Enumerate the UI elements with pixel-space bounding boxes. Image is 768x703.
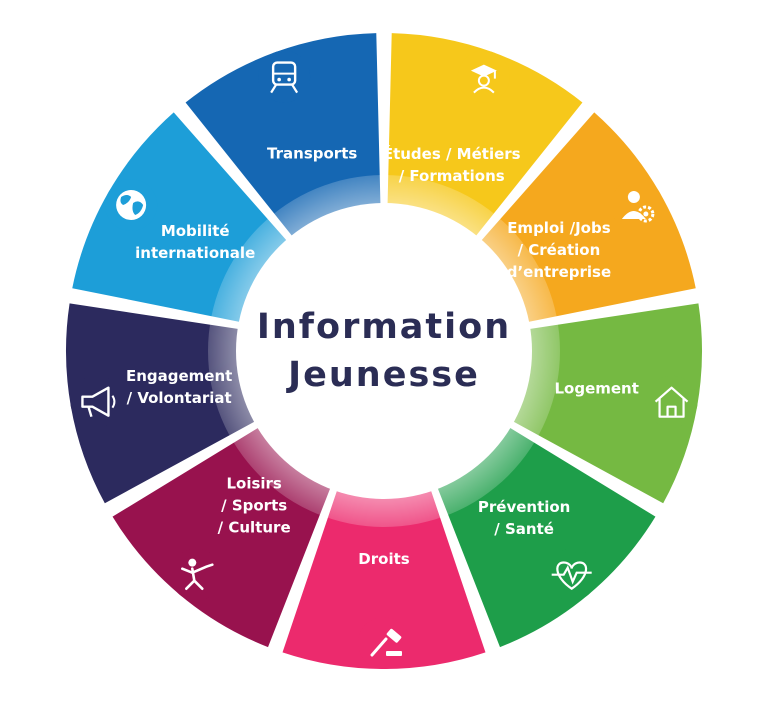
segment-emploi-label-line: Emploi /Jobs [507,219,611,237]
train-icon [270,61,299,94]
segment-logement-label-line: Logement [554,380,638,398]
segment-emploi-icon-badge [610,179,663,231]
segment-logement-icon-badge [645,375,698,428]
segment-engagement-label-line: / Volontariat [127,389,232,407]
house-icon [654,386,689,418]
sport-player-icon [181,558,214,590]
worker-gear-icon [621,191,655,223]
segment-emploi-label-line: / Création [518,241,601,259]
center-circle [236,203,532,499]
segment-transports-label-line: Transports [267,145,357,163]
center-title-line1: Information [257,307,511,347]
segment-loisirs-icon-badge [170,548,223,601]
center-title-line2: Jeunesse [286,355,480,395]
megaphone-icon [81,386,116,418]
segment-transports-icon-badge [258,50,311,103]
segment-prevention-label-line: Prévention [478,498,571,516]
segment-mobilite-label-line: internationale [135,244,255,262]
gavel-icon [370,628,402,657]
segment-mobilite-label-line: Mobilité [161,222,230,240]
globe-icon [116,190,147,220]
segment-loisirs-label-line: / Sports [221,497,287,515]
segment-etudes-label-line: Études / Métiers [383,144,521,163]
graduate-icon [470,64,497,94]
segment-prevention-label-line: / Santé [494,520,554,538]
segment-droits-label-line: Droits [358,550,409,568]
segment-prevention-icon-badge [545,548,598,601]
heart-pulse-icon [551,561,592,591]
segment-engagement-label-line: Engagement [126,367,232,385]
segment-loisirs-label-line: / Culture [218,519,291,537]
